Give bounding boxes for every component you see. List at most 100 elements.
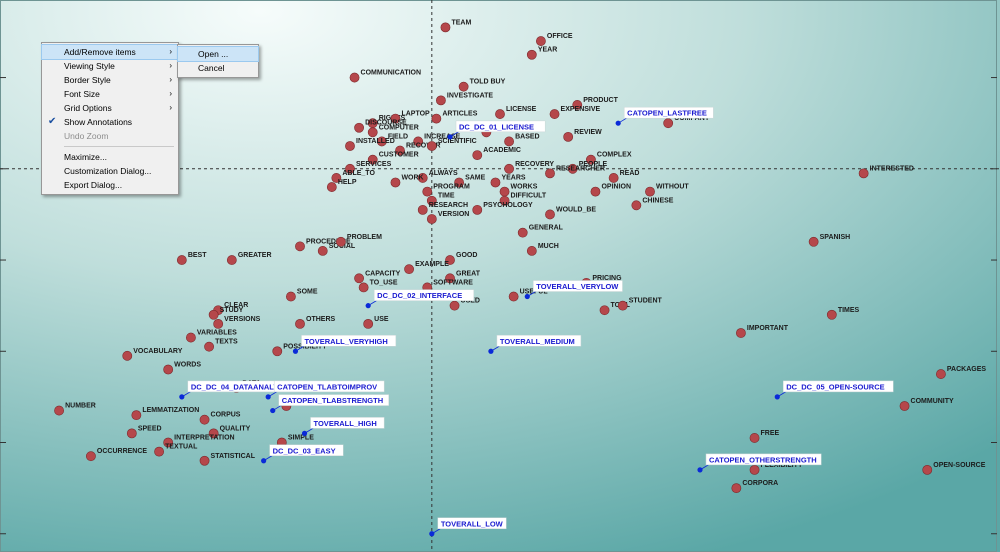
point-marker[interactable] (431, 113, 442, 124)
annotation-toverall-verylow[interactable]: TOVERALL_VERYLOW (524, 280, 623, 300)
point-marker[interactable] (472, 204, 483, 215)
data-point-spanish[interactable]: SPANISH (808, 234, 850, 247)
data-point-corpora[interactable]: CORPORA (731, 480, 778, 494)
point-marker[interactable] (354, 122, 364, 133)
point-marker[interactable] (599, 305, 610, 316)
data-point-free[interactable]: FREE (749, 430, 780, 443)
data-point-packages[interactable]: PACKAGES (936, 366, 986, 379)
data-point-people[interactable]: PEOPLE (567, 161, 607, 174)
point-marker[interactable] (199, 455, 210, 466)
annotation-marker[interactable] (179, 394, 185, 400)
point-marker[interactable] (499, 186, 510, 197)
point-marker[interactable] (608, 173, 619, 183)
data-point-time[interactable]: TIME (426, 193, 455, 206)
data-point-general[interactable]: GENERAL (517, 225, 564, 238)
data-point-possibility[interactable]: POSSIBILITY (272, 343, 327, 357)
point-marker[interactable] (936, 369, 946, 379)
point-marker[interactable] (317, 246, 328, 256)
annotation-marker[interactable] (365, 303, 371, 309)
data-point-review[interactable]: REVIEW (563, 129, 603, 142)
point-marker[interactable] (204, 341, 214, 352)
data-point-complex[interactable]: COMPLEX (586, 152, 632, 165)
data-point-team[interactable]: TEAM (440, 19, 472, 33)
data-point-words[interactable]: WORDS (163, 362, 202, 375)
data-point-occurrence[interactable]: OCCURRENCE (86, 448, 147, 462)
data-point-quality[interactable]: QUALITY (208, 425, 251, 439)
data-point-procedure[interactable]: PROCEDURE (295, 238, 351, 252)
point-marker[interactable] (499, 195, 510, 206)
annotation-marker[interactable] (524, 293, 530, 300)
point-marker[interactable] (440, 22, 451, 33)
data-point-works[interactable]: WORKS (499, 184, 538, 197)
point-marker[interactable] (645, 186, 655, 197)
data-point-example[interactable]: EXAMPLE (404, 261, 449, 275)
data-point-texts[interactable]: TEXTS (204, 339, 238, 352)
data-point-interested[interactable]: INTERESTED (858, 165, 914, 179)
point-marker[interactable] (404, 264, 414, 275)
menu-item-export-dialog[interactable]: Export Dialog... (42, 178, 178, 192)
menu-item-add-remove-items[interactable]: Add/Remove items› (41, 44, 179, 60)
point-marker[interactable] (445, 273, 455, 284)
data-point-discourse[interactable]: DISCOURSE (354, 120, 407, 133)
point-marker[interactable] (545, 209, 555, 220)
point-marker[interactable] (295, 319, 305, 329)
point-marker[interactable] (563, 131, 574, 142)
annotation-toverall-veryhigh[interactable]: TOVERALL_VERYHIGH (292, 335, 397, 354)
data-point-recover[interactable]: RECOVER (395, 143, 441, 156)
point-marker[interactable] (336, 236, 346, 247)
point-marker[interactable] (922, 464, 933, 475)
data-point-researcher[interactable]: RESEARCHER (545, 165, 605, 179)
point-marker[interactable] (413, 136, 424, 147)
annotation-catopen-tlabtoimprov[interactable]: CATOPEN_TLABTOIMPROV (265, 380, 385, 400)
annotation-dc-dc-03-easy[interactable]: DC_DC_03_EASY (261, 444, 344, 464)
annotation-marker[interactable] (615, 120, 621, 126)
data-point-corpus[interactable]: CORPUS (199, 412, 241, 425)
point-marker[interactable] (295, 241, 305, 252)
data-point-number[interactable]: NUMBER (54, 403, 96, 416)
point-marker[interactable] (390, 177, 401, 188)
point-marker[interactable] (508, 291, 519, 302)
annotation-marker[interactable] (447, 134, 453, 140)
menu-item-maximize[interactable]: Maximize... (42, 150, 178, 164)
point-marker[interactable] (426, 141, 437, 151)
data-point-to-use[interactable]: TO_USE (358, 279, 398, 293)
point-marker[interactable] (354, 273, 364, 284)
annotation-catopen-lastfree[interactable]: CATOPEN_LASTFREE (615, 106, 714, 126)
annotation-catopen-otherstrength[interactable]: CATOPEN_OTHERSTRENGTH (697, 453, 822, 473)
point-marker[interactable] (490, 177, 501, 188)
data-point-product[interactable]: PRODUCT (572, 97, 619, 110)
annotation-marker[interactable] (774, 394, 780, 400)
point-marker[interactable] (390, 113, 401, 124)
point-marker[interactable] (472, 150, 483, 161)
point-marker[interactable] (326, 182, 337, 192)
annotation-marker[interactable] (697, 467, 703, 473)
point-marker[interactable] (590, 186, 601, 197)
data-point-research[interactable]: RESEARCH (417, 202, 468, 215)
point-marker[interactable] (163, 364, 174, 375)
point-marker[interactable] (749, 464, 760, 475)
data-point-work[interactable]: WORK (390, 174, 424, 188)
point-marker[interactable] (367, 154, 378, 165)
data-point-others[interactable]: OTHERS (295, 316, 336, 329)
point-marker[interactable] (426, 195, 437, 206)
point-marker[interactable] (208, 309, 219, 320)
data-point-great[interactable]: GREAT (445, 270, 481, 284)
point-marker[interactable] (526, 246, 537, 256)
point-marker[interactable] (154, 446, 164, 457)
annotation-marker[interactable] (292, 348, 299, 354)
annotation-marker[interactable] (261, 458, 267, 464)
data-point-interpretation[interactable]: INTERPRETATION (163, 435, 235, 448)
submenu-item-open[interactable]: Open ... (177, 46, 259, 62)
data-point-statistical[interactable]: STATISTICAL (199, 453, 256, 466)
point-marker[interactable] (122, 350, 133, 361)
data-point-versions[interactable]: VERSIONS (213, 316, 261, 329)
point-marker[interactable] (808, 236, 819, 247)
annotation-marker[interactable] (270, 407, 276, 414)
point-marker[interactable] (208, 428, 219, 439)
data-point-lemmatization[interactable]: LEMMATIZATION (131, 407, 200, 421)
data-point-capacity[interactable]: CAPACITY (354, 270, 401, 284)
data-point-communication[interactable]: COMMUNICATION (349, 70, 421, 83)
data-point-problem[interactable]: PROBLEM (336, 234, 382, 247)
point-marker[interactable] (345, 163, 355, 174)
